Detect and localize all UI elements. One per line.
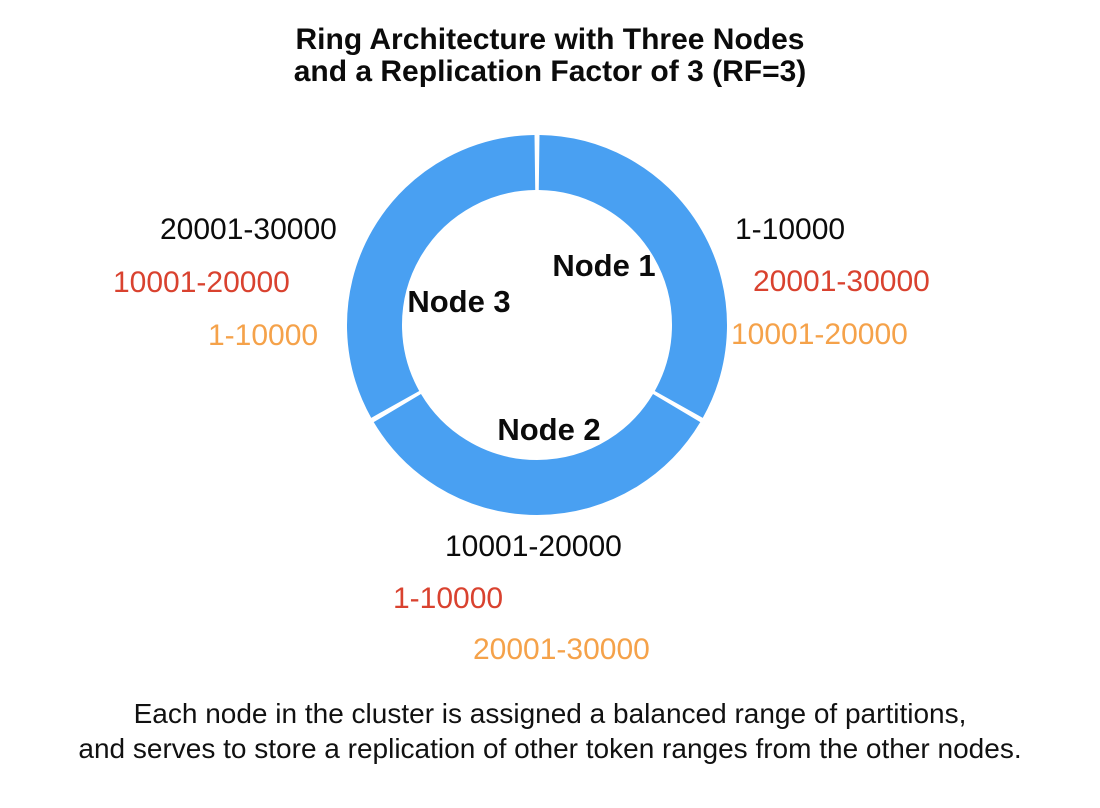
diagram-title: Ring Architecture with Three Nodes and a…: [0, 24, 1100, 88]
diagram-caption: Each node in the cluster is assigned a b…: [0, 696, 1100, 766]
diagram-title-line1: Ring Architecture with Three Nodes: [295, 23, 805, 56]
node3-primary-range: 20001-30000: [160, 213, 337, 246]
node1-primary-range: 1-10000: [735, 213, 846, 246]
node1-replica2-range: 10001-20000: [731, 318, 908, 351]
node2-replica2-range: 20001-30000: [473, 633, 650, 666]
node2-primary-range: 10001-20000: [445, 530, 622, 563]
node2-replica1-range: 1-10000: [393, 582, 504, 615]
diagram-caption-line2: and serves to store a replication of oth…: [78, 733, 1022, 764]
node3-replica2-range: 1-10000: [208, 319, 319, 352]
node3-label: Node 3: [407, 284, 511, 319]
ring-segment-node2: [373, 393, 701, 515]
node1-label: Node 1: [552, 248, 656, 283]
ring-segment-node3: [347, 135, 536, 418]
ring-segment-node1: [538, 135, 727, 418]
diagram-title-line2: and a Replication Factor of 3 (RF=3): [293, 55, 807, 88]
node1-replica1-range: 20001-30000: [753, 265, 930, 298]
node2-label: Node 2: [497, 412, 601, 447]
node3-replica1-range: 10001-20000: [113, 266, 290, 299]
diagram-caption-line1: Each node in the cluster is assigned a b…: [133, 698, 967, 729]
